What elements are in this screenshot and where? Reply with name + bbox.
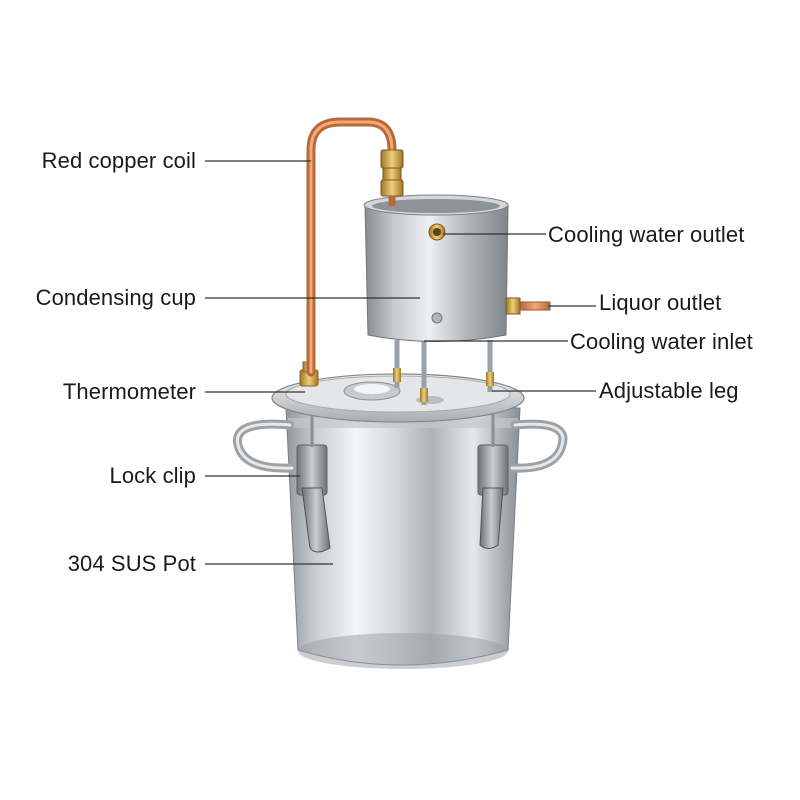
- label-condensing-cup: Condensing cup: [35, 285, 196, 310]
- label-lock-clip: Lock clip: [109, 463, 196, 488]
- pot-handles: [232, 419, 568, 473]
- label-cooling-water-inlet: Cooling water inlet: [570, 329, 753, 354]
- label-thermometer: Thermometer: [62, 379, 196, 404]
- label-red-copper-coil: Red copper coil: [41, 148, 196, 173]
- label-pot: 304 SUS Pot: [67, 551, 196, 576]
- label-cooling-water-outlet: Cooling water outlet: [548, 222, 745, 247]
- label-liquor-outlet: Liquor outlet: [599, 290, 722, 315]
- condensing-cup: [363, 194, 509, 342]
- leader-lines: [205, 160, 596, 565]
- label-adjustable-leg: Adjustable leg: [599, 378, 739, 403]
- pot-body: [285, 407, 521, 669]
- lock-clips: [296, 408, 509, 553]
- copper-coil: [306, 117, 404, 377]
- liquor-outlet-spout: [505, 297, 551, 315]
- adjustable-legs: [393, 340, 494, 405]
